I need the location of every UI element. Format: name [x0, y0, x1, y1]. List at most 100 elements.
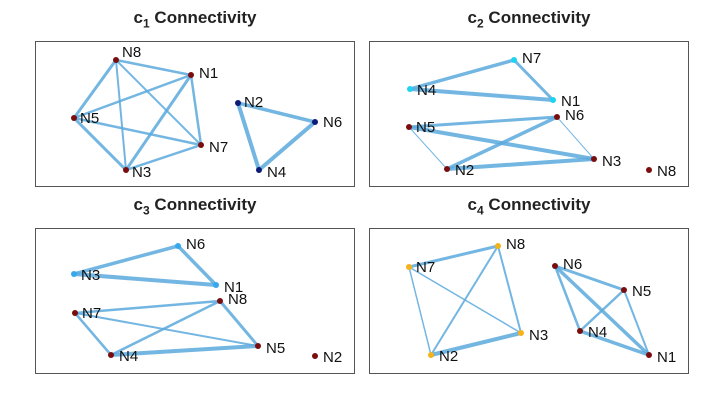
edge-n3-n1 — [72, 272, 218, 287]
node-label-n3: N3 — [529, 327, 548, 344]
edge-n4-n1 — [408, 87, 555, 102]
edge-n7-n1 — [512, 58, 555, 102]
edge-n3-n7 — [124, 143, 203, 172]
node-n1 — [550, 97, 556, 103]
node-label-n4: N4 — [267, 164, 286, 181]
node-n6 — [552, 263, 558, 269]
node-label-n2: N2 — [455, 162, 474, 179]
node-n4 — [256, 167, 262, 173]
node-label-n2: N2 — [323, 349, 342, 366]
node-label-n1: N1 — [657, 349, 676, 366]
node-n5 — [406, 124, 412, 130]
edge-n6-n3 — [556, 116, 595, 160]
node-label-n6: N6 — [323, 114, 342, 131]
node-label-n6: N6 — [186, 236, 205, 253]
node-n2 — [312, 353, 318, 359]
node-n7 — [406, 264, 412, 270]
node-label-n8: N8 — [506, 236, 525, 253]
node-n6 — [312, 119, 318, 125]
node-n4 — [108, 352, 114, 358]
node-label-n3: N3 — [602, 153, 621, 170]
node-n8 — [646, 167, 652, 173]
node-label-n2: N2 — [439, 348, 458, 365]
edge-n5-n6 — [407, 115, 559, 129]
edge-n8-n3 — [115, 59, 127, 171]
node-label-n6: N6 — [565, 107, 584, 124]
edge-n8-n5 — [72, 58, 118, 120]
edge-n6-n1 — [176, 244, 218, 287]
edge-n5-n1 — [623, 289, 650, 356]
edge-n5-n4 — [578, 288, 626, 333]
node-n4 — [407, 86, 413, 92]
node-label-n6: N6 — [563, 256, 582, 273]
node-n3 — [123, 167, 129, 173]
node-n7 — [198, 142, 204, 148]
node-n2 — [444, 166, 450, 172]
node-label-n4: N4 — [588, 324, 607, 341]
node-label-n7: N7 — [209, 139, 228, 156]
node-n5 — [621, 287, 627, 293]
node-label-n8: N8 — [122, 44, 141, 61]
node-label-n4: N4 — [417, 82, 436, 99]
node-n7 — [72, 310, 78, 316]
node-n8 — [113, 57, 119, 63]
edge-n2-n3 — [445, 157, 596, 171]
edge-n8-n1 — [114, 58, 193, 77]
edge-n5-n2 — [408, 126, 448, 170]
edge-n7-n8 — [407, 244, 500, 269]
node-n1 — [646, 352, 652, 358]
node-n3 — [518, 330, 524, 336]
edge-n6-n4 — [553, 264, 582, 333]
edge-n4-n8 — [109, 299, 222, 357]
edge-n7-n4 — [408, 58, 516, 91]
edge-n1-n7 — [189, 73, 203, 147]
node-n2 — [428, 352, 434, 358]
node-label-n1: N1 — [199, 65, 218, 82]
edge-n1-n5 — [72, 73, 193, 120]
node-label-n3: N3 — [132, 164, 151, 181]
node-label-n2: N2 — [244, 94, 263, 111]
node-n6 — [554, 114, 560, 120]
edge-n8-n7 — [115, 59, 202, 146]
edge-n6-n2 — [445, 115, 559, 171]
panel-3-title: c3 Connectivity — [133, 195, 257, 218]
edge-n7-n2 — [408, 266, 432, 356]
node-label-n1: N1 — [561, 93, 580, 110]
panel-1-title: c1 Connectivity — [133, 8, 257, 31]
node-label-n5: N5 — [266, 340, 285, 357]
edge-n6-n5 — [553, 264, 626, 292]
node-label-n5: N5 — [416, 119, 435, 136]
node-label-n7: N7 — [82, 305, 101, 322]
edge-n4-n1 — [578, 329, 651, 357]
node-n1 — [213, 282, 219, 288]
node-n5 — [255, 343, 261, 349]
edge-n6-n3 — [72, 244, 180, 276]
node-label-n8: N8 — [228, 291, 247, 308]
edge-n1-n3 — [124, 73, 193, 172]
node-label-n7: N7 — [416, 259, 435, 276]
node-n8 — [217, 298, 223, 304]
panel-4-title: c4 Connectivity — [467, 195, 591, 218]
edge-n2-n4 — [236, 101, 261, 172]
node-label-n5: N5 — [80, 110, 99, 127]
edge-n7-n4 — [73, 311, 113, 357]
node-label-n4: N4 — [119, 348, 138, 365]
node-label-n3: N3 — [81, 267, 100, 284]
node-n3 — [71, 271, 77, 277]
node-n8 — [495, 243, 501, 249]
panel-2-title: c2 Connectivity — [467, 8, 591, 31]
edge-n8-n5 — [218, 299, 260, 348]
node-n5 — [71, 115, 77, 121]
edge-n5-n3 — [72, 116, 128, 172]
node-n3 — [591, 156, 597, 162]
edge-n8-n3 — [497, 245, 522, 334]
node-n6 — [175, 243, 181, 249]
